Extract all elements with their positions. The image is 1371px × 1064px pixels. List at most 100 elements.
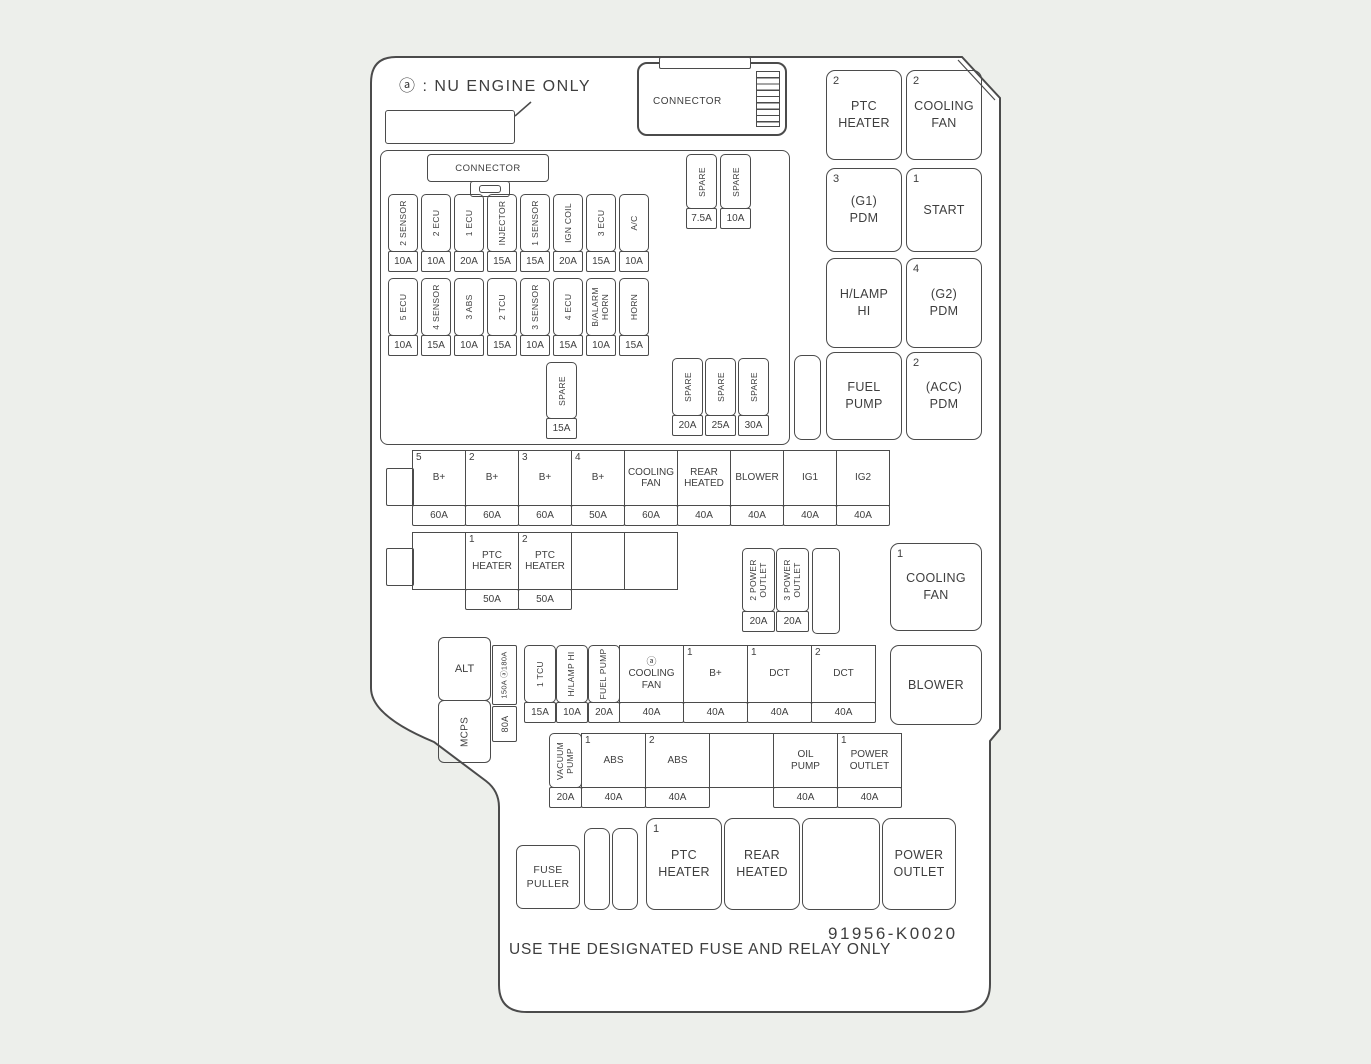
empty-relay-slot — [612, 828, 638, 910]
fuse-body: SPARE — [672, 358, 703, 416]
fuse-amp: 40A — [747, 702, 812, 723]
fuse-amp: 15A — [487, 251, 517, 272]
fuse-alt-amp: 150A ⓐ180A — [492, 645, 517, 705]
connector-inner-label: CONNECTOR — [455, 162, 521, 174]
fuse-amp: 20A — [549, 787, 582, 808]
relay-g2-pdm: 4(G2) PDM — [906, 258, 982, 348]
fuse-amp: 40A — [581, 787, 646, 808]
fuse-body: 1 SENSOR — [520, 194, 550, 252]
fuse-amp: 7.5A — [686, 208, 717, 229]
fuse-body: VACUUM PUMP — [549, 733, 582, 788]
fuse-amp: 20A — [454, 251, 484, 272]
fuse-body: 2 POWER OUTLET — [742, 548, 775, 612]
connector-inner-pin — [479, 185, 501, 193]
fuse-body: SPARE — [705, 358, 736, 416]
fuse-amp: 40A — [783, 505, 837, 526]
fuse-amp: 20A — [672, 415, 703, 436]
fuse-body: B/ALARM HORN — [586, 278, 616, 336]
fuse-amp: 15A — [421, 335, 451, 356]
fuse-body: 5 ECU — [388, 278, 418, 336]
fuse-body: 3 POWER OUTLET — [776, 548, 809, 612]
fuse-alt: ALT — [438, 637, 491, 701]
fuse-amp: 10A — [556, 702, 588, 723]
fuse-amp: 50A — [465, 589, 519, 610]
fuse-amp: 20A — [742, 611, 775, 632]
relay-power-outlet: POWER OUTLET — [882, 818, 956, 910]
fuse-amp: 40A — [837, 787, 902, 808]
fuse-amp: 15A — [619, 335, 649, 356]
fuse-cell-empty — [571, 532, 625, 610]
fuse-body: HORN — [619, 278, 649, 336]
fuse-amp: 15A — [546, 418, 577, 439]
fuse-amp: 40A — [836, 505, 890, 526]
empty-relay-slot — [802, 818, 880, 910]
fuse-amp: 25A — [705, 415, 736, 436]
fuse-amp: 15A — [553, 335, 583, 356]
fuse-amp: 60A — [518, 505, 572, 526]
empty-relay-slot — [794, 355, 821, 440]
fuse-amp: 30A — [738, 415, 769, 436]
fuse-body: SPARE — [720, 154, 751, 209]
fuse-amp: 50A — [571, 505, 625, 526]
fuse-body: IGN COIL — [553, 194, 583, 252]
relay-rear-heated: REAR HEATED — [724, 818, 800, 910]
fuse-amp: 20A — [776, 611, 809, 632]
fuse-amp: 20A — [588, 702, 620, 723]
fuse-amp: 40A — [730, 505, 784, 526]
empty-fuse-slot — [812, 548, 840, 634]
fuse-amp: 60A — [412, 505, 466, 526]
fuse-body: 2 SENSOR — [388, 194, 418, 252]
fuse-body: SPARE — [738, 358, 769, 416]
fuse-amp: 10A — [619, 251, 649, 272]
engine-note: ⓐ : NU ENGINE ONLY — [399, 78, 592, 95]
bus-tab — [386, 548, 414, 586]
connector-top: CONNECTOR — [637, 57, 787, 136]
fuse-amp: 10A — [388, 335, 418, 356]
fuse-body: 4 SENSOR — [421, 278, 451, 336]
fuse-body: H/LAMP HI — [556, 645, 588, 703]
legend-box — [385, 110, 515, 144]
fuse-amp: 40A — [619, 702, 684, 723]
fuse-amp: 40A — [683, 702, 748, 723]
fuse-puller: FUSE PULLER — [516, 845, 580, 909]
engine-fuse-area — [380, 150, 790, 445]
relay-g1-pdm: 3(G1) PDM — [826, 168, 902, 252]
fuse-body: 1 TCU — [524, 645, 556, 703]
